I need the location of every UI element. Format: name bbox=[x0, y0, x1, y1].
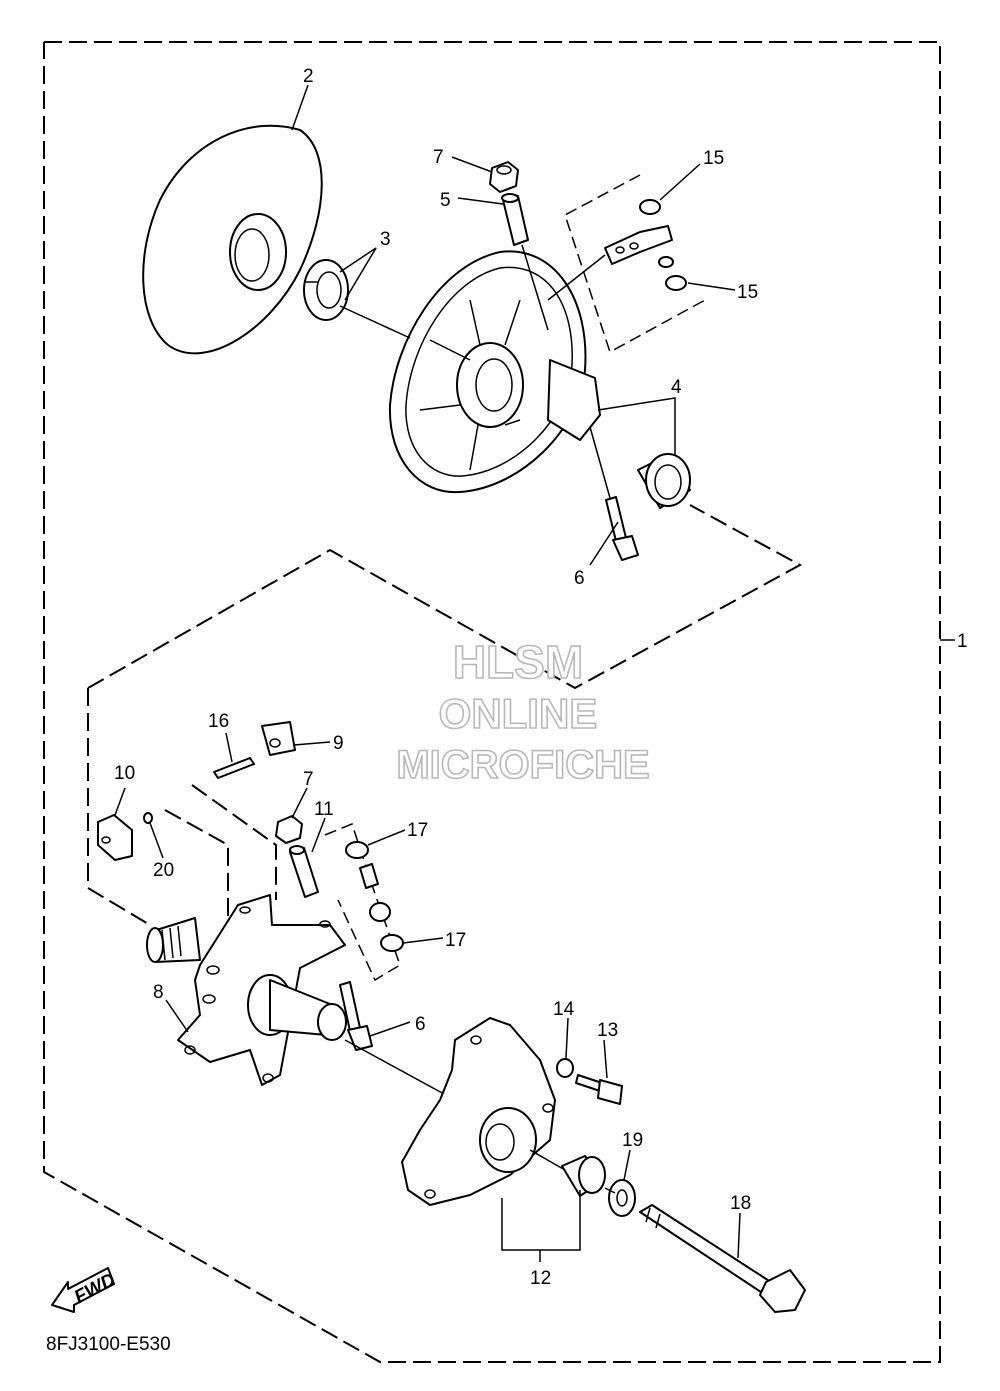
part-10-block bbox=[97, 814, 133, 861]
callout-15b: 15 bbox=[737, 282, 758, 303]
guide-lower-left bbox=[164, 809, 229, 925]
watermark-line-1: HLSM bbox=[453, 636, 583, 688]
assembly-boundary bbox=[43, 41, 941, 1363]
leader-5-axis bbox=[521, 244, 549, 331]
callout-4: 4 bbox=[671, 377, 682, 398]
axis-line-lower bbox=[344, 1039, 456, 1101]
guide-upper bbox=[87, 504, 803, 690]
part-11-sleeve bbox=[289, 845, 319, 898]
callout-5: 5 bbox=[440, 190, 451, 211]
part-14-washer bbox=[556, 1058, 574, 1078]
leader-lines bbox=[114, 84, 741, 1262]
part-8-spider bbox=[146, 894, 347, 1086]
part-5-sleeve bbox=[501, 193, 529, 246]
callout-10: 10 bbox=[114, 763, 135, 784]
callout-7b: 7 bbox=[303, 769, 314, 790]
callout-3: 3 bbox=[380, 229, 391, 250]
part-2-sheave bbox=[142, 124, 323, 355]
callout-14: 14 bbox=[553, 999, 575, 1020]
callout-17b: 17 bbox=[445, 930, 466, 951]
callout-6a: 6 bbox=[574, 568, 585, 589]
part-20-oring bbox=[143, 812, 153, 824]
callout-20: 20 bbox=[153, 860, 174, 881]
watermark-line-2: ONLINE bbox=[439, 690, 598, 737]
part-16-pin bbox=[213, 757, 255, 779]
callout-6b: 6 bbox=[415, 1014, 426, 1035]
part-19-washer bbox=[608, 1179, 636, 1217]
fwd-arrow-icon: FWD bbox=[51, 1267, 119, 1313]
part-6-bolt-upper bbox=[589, 426, 639, 561]
part-12-cover bbox=[401, 1017, 606, 1206]
callout-13: 13 bbox=[597, 1020, 618, 1041]
callout-8: 8 bbox=[153, 982, 164, 1003]
part-17-washers bbox=[324, 823, 404, 982]
part-15-arm-assembly bbox=[547, 174, 706, 354]
callout-12: 12 bbox=[530, 1268, 551, 1289]
callout-16: 16 bbox=[208, 711, 229, 732]
guide-left bbox=[87, 688, 151, 926]
watermark-line-3: MICROFICHE bbox=[396, 743, 649, 787]
part-7-nut-top bbox=[489, 161, 519, 193]
part-7-nut-lower bbox=[275, 815, 303, 844]
part-9-block bbox=[261, 721, 296, 756]
callout-2: 2 bbox=[303, 66, 314, 87]
diagram-code: 8FJ3100-E530 bbox=[46, 1334, 171, 1355]
part-6-bolt-lower bbox=[339, 981, 373, 1051]
callout-17a: 17 bbox=[407, 820, 428, 841]
part-18-long-bolt bbox=[639, 1204, 806, 1313]
part-3-collar bbox=[303, 259, 349, 321]
guide-lower-mid bbox=[191, 784, 277, 900]
clutch-housing bbox=[388, 250, 601, 494]
callout-11: 11 bbox=[314, 799, 334, 820]
axis-line-cover bbox=[529, 1149, 566, 1171]
part-4-bushing bbox=[637, 453, 691, 509]
callout-1: 1 bbox=[957, 631, 968, 652]
part-13-bolt bbox=[575, 1074, 623, 1105]
callout-7a: 7 bbox=[433, 147, 444, 168]
callout-19: 19 bbox=[622, 1130, 643, 1151]
callout-15a: 15 bbox=[703, 148, 724, 169]
axis-line-bolt bbox=[604, 1187, 616, 1194]
callout-9: 9 bbox=[333, 733, 344, 754]
callout-18: 18 bbox=[730, 1193, 751, 1214]
